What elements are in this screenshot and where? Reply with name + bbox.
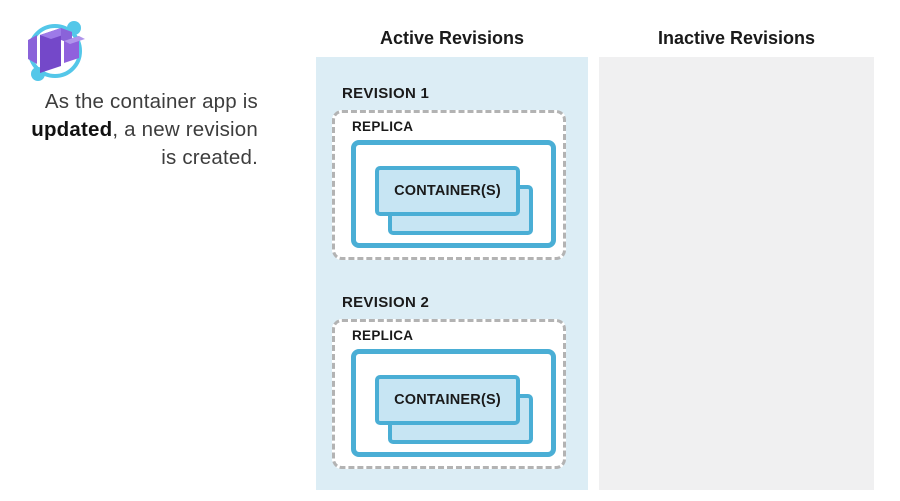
container-apps-icon (28, 21, 85, 81)
revision-2-label: REVISION 2 (342, 294, 430, 311)
revision-1-container-front: CONTAINER(S) (375, 166, 520, 216)
revision-1-label: REVISION 1 (342, 85, 430, 102)
intro-text-after: , a new revision is created. (112, 118, 258, 169)
revision-2-replica-box: REPLICA CONTAINER(S) (332, 319, 566, 469)
active-revisions-column: REVISION 1 REPLICA CONTAINER(S) REVISION… (316, 57, 588, 490)
revision-1-replica-label: REPLICA (352, 119, 414, 134)
inactive-revisions-header: Inactive Revisions (657, 28, 816, 48)
revision-2-replica-label: REPLICA (352, 328, 414, 343)
azure-container-apps-logo (16, 14, 94, 84)
intro-text: As the container app is updated, a new r… (30, 88, 258, 172)
revision-2-container-front: CONTAINER(S) (375, 375, 520, 425)
intro-text-bold: updated (31, 118, 113, 141)
revision-2-pod-box: CONTAINER(S) (351, 349, 556, 457)
active-revisions-header: Active Revisions (379, 28, 525, 48)
revision-1-pod-box: CONTAINER(S) (351, 140, 556, 248)
revision-1-replica-box: REPLICA CONTAINER(S) (332, 110, 566, 260)
intro-text-before: As the container app is (44, 90, 258, 113)
inactive-revisions-column (599, 57, 874, 490)
